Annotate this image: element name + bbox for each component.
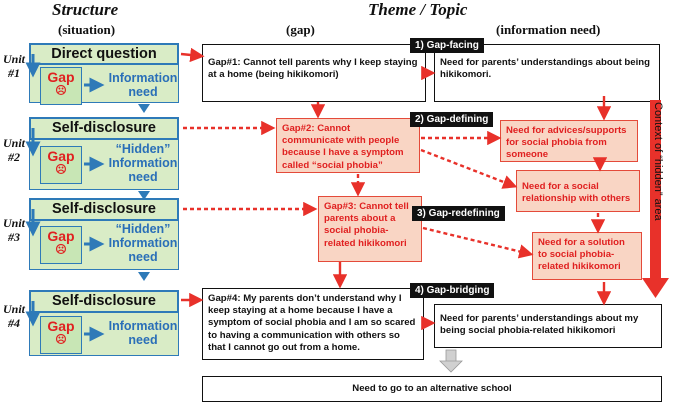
tag-gap-bridging: 4) Gap-bridging [410,283,495,298]
sad-face-icon: ☹ [55,244,67,256]
need-2-box: Need for advices/supports for social pho… [500,120,638,162]
unit-3-self-disclosure: Self-disclosure [29,198,179,221]
theme-topic-header: Theme / Topic [368,0,468,19]
hidden-area-arrow [642,100,669,298]
need-5-box: Need for parents’ understandings about m… [434,304,662,348]
unit-4-label: Unit#4 [2,302,25,330]
unit-2-gap-box: Gap ☹ [40,146,82,184]
need-3-box: Need for a social relationship with othe… [516,170,640,212]
tag-gap-redefining: 3) Gap-redefining [412,206,505,221]
context-hidden-area-label: Context of “hidden” area [652,102,664,221]
unit-3-gap-box: Gap ☹ [40,226,82,264]
unit-1-gap-box: Gap ☹ [40,67,82,105]
need-1-box: Need for parents’ understandings about b… [434,44,660,102]
sad-face-icon: ☹ [55,85,67,97]
sad-face-icon: ☹ [55,334,67,346]
final-need-box: Need to go to an alternative school [202,376,662,402]
gap-subheader: (gap) [286,22,315,37]
unit-4-gap-label: Gap [47,318,75,334]
sad-face-icon: ☹ [55,164,67,176]
blue-flow-arrows [25,54,105,342]
need-4-box: Need for a solution to social phobia-rel… [532,232,642,280]
gap-2-box: Gap#2: Cannot communicate with people be… [276,118,420,173]
tag-gap-defining: 2) Gap-defining [410,112,494,127]
situation-subheader: (situation) [58,22,116,37]
unit-2-label: Unit#2 [2,136,25,164]
structure-header: Structure [52,0,119,19]
unit-4-gap-box: Gap ☹ [40,316,82,354]
gap-3-box: Gap#3: Cannot tell parents about a socia… [318,196,422,262]
unit-2-gap-label: Gap [47,148,75,164]
unit-3-label: Unit#3 [2,216,25,244]
unit-3-gap-label: Gap [47,228,75,244]
unit-4-self-disclosure: Self-disclosure [29,290,179,313]
final-down-arrow [439,349,463,373]
unit-1-direct-question: Direct question [29,43,179,65]
information-need-subheader: (information need) [496,22,601,37]
tag-gap-facing: 1) Gap-facing [410,38,484,53]
blue-down-triangles [138,104,150,281]
unit-2-self-disclosure: Self-disclosure [29,117,179,140]
unit-1-gap-label: Gap [47,69,75,85]
unit-1-label: Unit#1 [2,52,25,80]
